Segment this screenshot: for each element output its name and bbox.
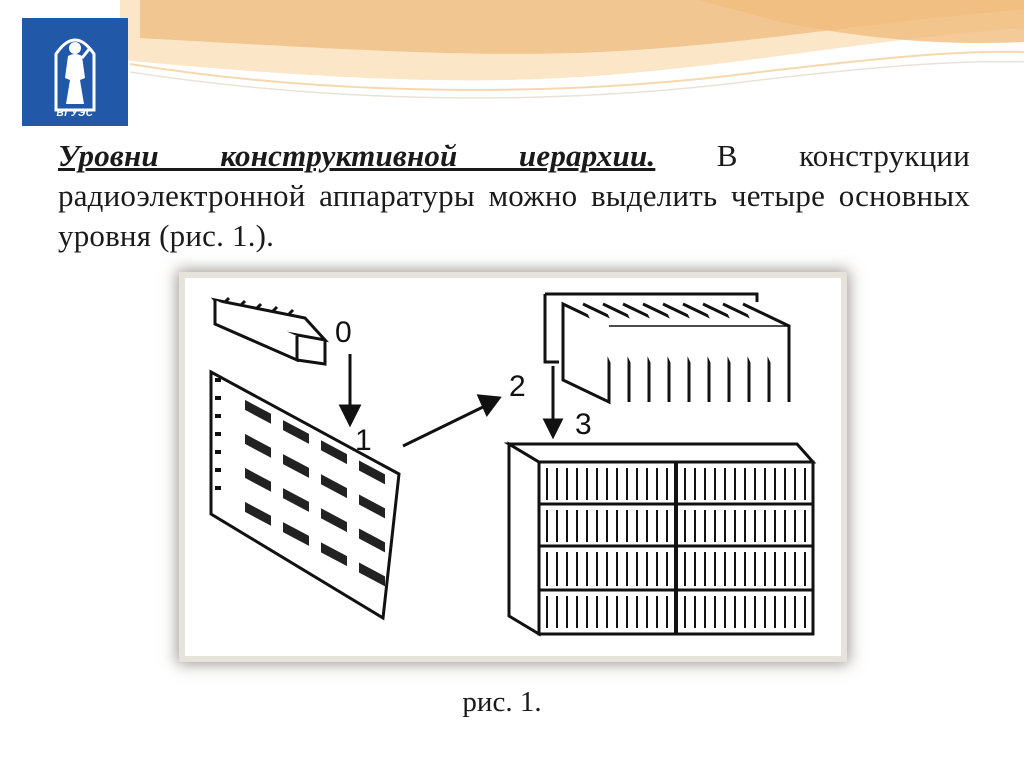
cabinet-drawing [503, 441, 817, 637]
level-label-2: 2 [509, 370, 526, 403]
level-label-3: 3 [575, 408, 592, 441]
figure-frame: 0 1 [185, 278, 841, 656]
level-label-1: 1 [355, 424, 372, 457]
level-label-0: 0 [335, 316, 352, 349]
header-swoosh-decoration [120, 0, 1024, 99]
paragraph-text: В конструкции радиоэлектронной аппаратур… [58, 138, 970, 253]
circuit-board-drawing [209, 369, 401, 621]
paragraph-term: Уровни конструктивной иерархии. [58, 138, 656, 173]
university-logo: ВГУЭС [22, 18, 128, 126]
hierarchy-figure: 0 1 [209, 292, 817, 637]
arrow-2-to-3 [542, 366, 564, 440]
body-paragraph: Уровни конструктивной иерархии. В констр… [58, 136, 970, 256]
component-chip-drawing [210, 296, 330, 366]
figure-caption: рис. 1. [462, 686, 542, 718]
statue-logo-icon [22, 18, 128, 126]
board-block-drawing [543, 292, 791, 405]
arrow-0-to-1 [338, 354, 362, 428]
logo-text: ВГУЭС [56, 108, 94, 119]
arrow-1-to-2 [402, 394, 502, 448]
